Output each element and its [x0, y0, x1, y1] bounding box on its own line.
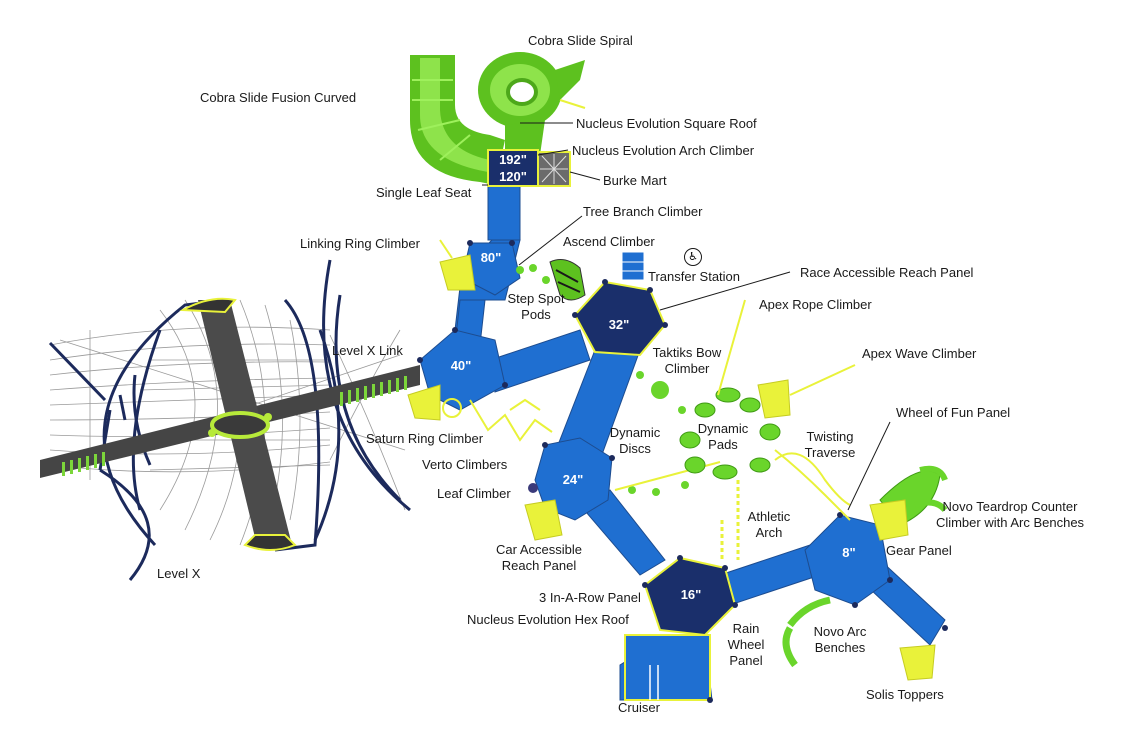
label-apex-wave-climber: Apex Wave Climber — [862, 346, 977, 361]
label-ascend-climber: Ascend Climber — [563, 234, 655, 249]
level-x-frame — [48, 259, 411, 581]
label-cobra-slide-fusion: Cobra Slide Fusion Curved — [200, 90, 357, 105]
level-x-bottom-cap — [243, 534, 297, 551]
label-rain-wheel: Rain Wheel Panel — [727, 621, 765, 668]
label-single-leaf-seat: Single Leaf Seat — [376, 185, 472, 200]
label-leaf-climber: Leaf Climber — [437, 486, 511, 501]
label-transfer-station: Transfer Station — [648, 269, 741, 284]
step-spot-pods — [516, 264, 550, 284]
label-level-x-link: Level X Link — [332, 343, 403, 358]
label-nucleus-arch-climber: Nucleus Evolution Arch Climber — [572, 143, 755, 158]
wheelchair-icon: ♿ — [684, 248, 702, 266]
cruiser — [624, 634, 711, 701]
deck-height-24: 24" — [562, 472, 584, 487]
level-x-node — [208, 429, 216, 437]
level-x-center-ring — [210, 411, 270, 439]
label-verto-climbers: Verto Climbers — [422, 457, 508, 472]
level-x-link-stripes — [62, 376, 407, 476]
solis-toppers — [899, 644, 936, 681]
label-burke-mart: Burke Mart — [603, 173, 667, 188]
label-novo-teardrop: Novo Teardrop Counter Climber with Arc B… — [935, 499, 1085, 530]
car-accessible-reach-panel — [524, 499, 563, 541]
deck-posts — [417, 240, 948, 703]
twisting-traverse — [774, 449, 851, 521]
label-nucleus-square-roof: Nucleus Evolution Square Roof — [576, 116, 757, 131]
label-linking-ring-climber: Linking Ring Climber — [300, 236, 420, 251]
apex-rope-climber — [717, 299, 746, 396]
deck-192-120 — [487, 149, 539, 187]
athletic-arch — [720, 480, 740, 560]
label-level-x: Level X — [157, 566, 201, 581]
deck-height-40: 40" — [450, 358, 472, 373]
level-x-node — [264, 413, 272, 421]
label-twisting-traverse: Twisting Traverse — [804, 429, 856, 460]
cobra-slide-spiral — [478, 52, 586, 155]
label-cruiser: Cruiser — [618, 700, 660, 715]
deck-height-120: 120" — [499, 169, 527, 184]
transfer-station — [621, 251, 645, 281]
label-wheel-of-fun: Wheel of Fun Panel — [896, 405, 1011, 420]
taktiks-bow-climber — [636, 371, 686, 414]
label-tree-branch-climber: Tree Branch Climber — [583, 204, 703, 219]
dynamic-discs — [628, 481, 689, 496]
burke-mart — [537, 151, 571, 187]
novo-teardrop-counter — [869, 465, 948, 541]
deck-height-80: 80" — [480, 250, 502, 265]
leader-lines — [482, 122, 891, 511]
label-novo-arc-benches: Novo Arc Benches — [813, 624, 867, 655]
label-dynamic-discs: Dynamic Discs — [609, 425, 661, 456]
label-apex-rope-climber: Apex Rope Climber — [759, 297, 872, 312]
label-race-accessible: Race Accessible Reach Panel — [800, 265, 974, 280]
apex-wave-climber — [757, 364, 856, 419]
leaf-climber-icon — [528, 483, 538, 493]
verto-climbers — [469, 398, 553, 442]
level-x-top-cap — [179, 297, 237, 314]
level-x-structure — [40, 259, 420, 581]
linking-ring-climber — [439, 239, 476, 291]
label-car-accessible: Car Accessible Reach Panel — [496, 542, 582, 573]
label-nucleus-hex-roof: Nucleus Evolution Hex Roof — [467, 612, 629, 627]
deck-height-32: 32" — [608, 317, 630, 332]
saturn-ring-climber — [407, 384, 462, 421]
label-gear-panel: Gear Panel — [886, 543, 952, 558]
label-athletic-arch: Athletic Arch — [747, 509, 791, 540]
label-taktiks-bow: Taktiks Bow Climber — [652, 345, 722, 376]
label-solis-toppers: Solis Toppers — [866, 687, 944, 702]
deck-height-8: 8" — [842, 545, 856, 560]
deck-height-192: 192" — [499, 152, 527, 167]
deck-height-16: 16" — [680, 587, 702, 602]
ascend-climber — [549, 259, 586, 301]
label-cobra-slide-spiral: Cobra Slide Spiral — [528, 33, 633, 48]
label-dynamic-pads: Dynamic Pads — [697, 421, 749, 452]
label-saturn-ring: Saturn Ring Climber — [366, 431, 484, 446]
label-step-spot-pods: Step Spot Pods — [507, 291, 565, 322]
novo-arc-benches — [782, 596, 831, 668]
dynamic-pads — [679, 387, 781, 480]
cobra-slide-fusion-curved — [410, 55, 505, 185]
label-three-in-a-row: 3 In-A-Row Panel — [539, 590, 641, 605]
